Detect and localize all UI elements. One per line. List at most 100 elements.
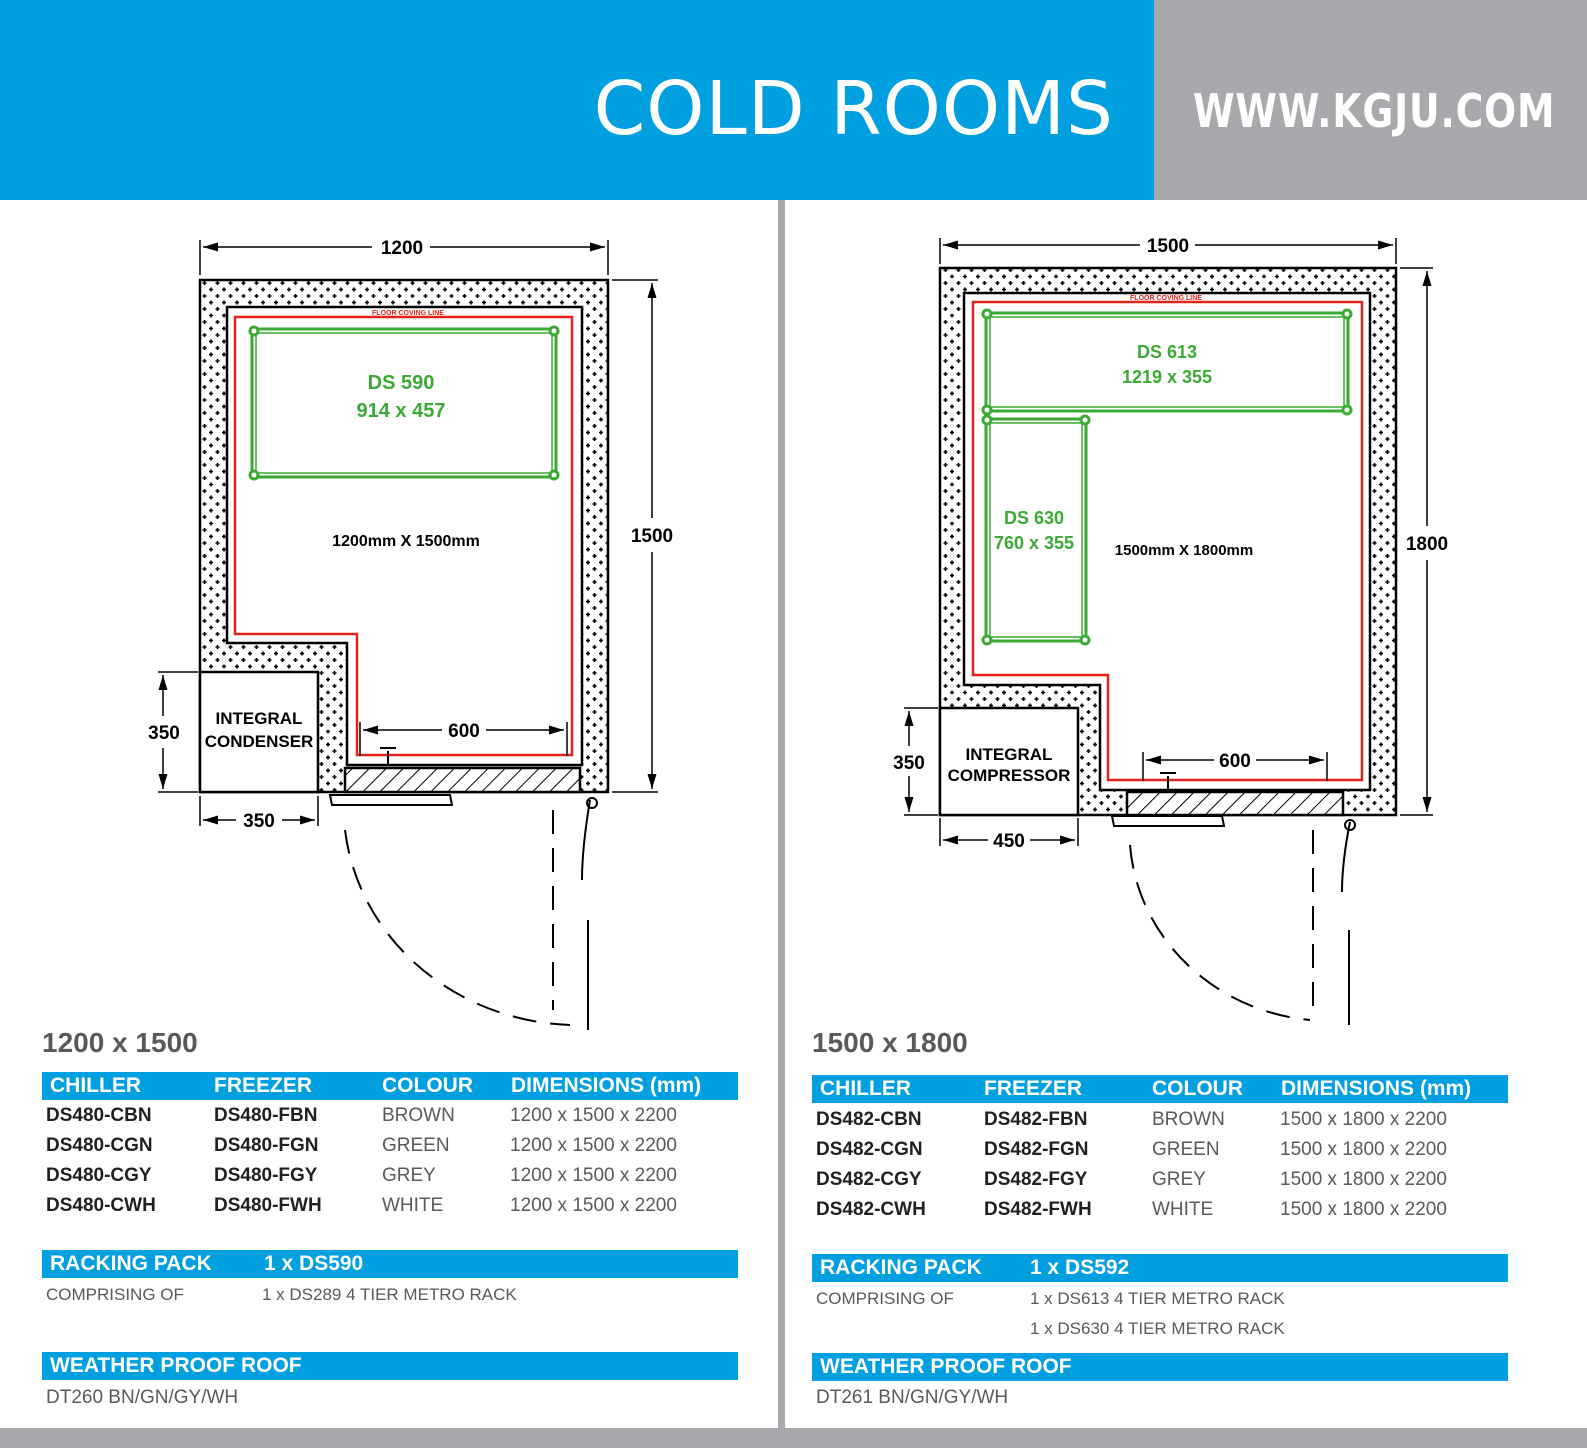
rack-ds630	[981, 414, 1091, 646]
col-colour: COLOUR	[1152, 1077, 1243, 1100]
integral-compressor-box	[938, 706, 1080, 817]
col-dimensions: DIMENSIONS (mm)	[1281, 1077, 1472, 1100]
table-cell: DS482-CWH	[816, 1199, 926, 1220]
racking-pack-bar: RACKING PACK 1 x DS590	[42, 1250, 738, 1278]
table-cell: DS480-FGN	[214, 1135, 319, 1156]
width-dimension: 1200	[381, 238, 423, 259]
depth-dimension: 1800	[1406, 534, 1448, 555]
table-cell: 1500 x 1800 x 2200	[1280, 1109, 1447, 1130]
door-threshold	[1125, 790, 1345, 817]
depth-dimension: 1500	[631, 526, 673, 547]
unit-label: COMPRESSOR	[948, 766, 1071, 785]
header-url-panel: WWW.KGJU.COM	[1154, 0, 1587, 200]
table-cell: GREY	[382, 1165, 436, 1186]
table-cell: 1 x DS630 4 TIER METRO RACK	[1030, 1319, 1285, 1338]
table-cell: DS482-CGN	[816, 1139, 923, 1160]
right-floor-plan	[904, 238, 1433, 1025]
table-row: DS482-CWH DS482-FWH WHITE 1500 x 1800 x 220…	[812, 1199, 1508, 1223]
table-cell: DS480-FWH	[214, 1195, 322, 1216]
size-title: 1500 x 1800	[812, 1027, 968, 1058]
table-cell: 1200 x 1500 x 2200	[510, 1105, 677, 1126]
col-chiller: CHILLER	[50, 1074, 141, 1097]
col-dimensions: DIMENSIONS (mm)	[511, 1074, 702, 1097]
table-cell: DS480-CGY	[46, 1165, 152, 1186]
roof-value-row: DT260 BN/GN/GY/WH	[42, 1387, 738, 1411]
table-cell: GREEN	[382, 1135, 450, 1156]
table-cell: COMPRISING OF	[46, 1285, 184, 1304]
racking-pack-bar: RACKING PACK 1 x DS592	[812, 1254, 1508, 1282]
table-cell: DS482-CGY	[816, 1169, 922, 1190]
door-threshold	[343, 766, 582, 794]
dimension-lines	[904, 238, 1433, 846]
roof-value-row: DT261 BN/GN/GY/WH	[812, 1387, 1508, 1411]
website-url[interactable]: WWW.KGJU.COM	[1192, 84, 1556, 138]
page-title: COLD ROOMS	[593, 66, 1114, 152]
racking-label: RACKING PACK	[820, 1256, 982, 1279]
unit-height-dimension: 350	[893, 753, 925, 774]
left-floor-plan	[158, 240, 658, 1030]
rack-ds590	[248, 325, 560, 481]
racking-value: 1 x DS592	[1030, 1256, 1130, 1279]
table-cell: WHITE	[1152, 1199, 1214, 1220]
rack-name: DS 630	[1004, 508, 1064, 528]
dimension-lines	[158, 240, 658, 826]
table-cell: 1200 x 1500 x 2200	[510, 1135, 677, 1156]
unit-label: CONDENSER	[205, 732, 314, 751]
table-cell: DS480-CWH	[46, 1195, 156, 1216]
table-cell: 1200 x 1500 x 2200	[510, 1165, 677, 1186]
coving-label: FLOOR COVING LINE	[1130, 295, 1202, 302]
table-cell: DS482-FGY	[984, 1169, 1088, 1190]
col-freezer: FREEZER	[984, 1077, 1083, 1100]
right-plan-labels: 1500 1800 350 450 600 INTEGRAL COMPRESSO…	[893, 236, 1448, 852]
room-size-label: 1500mm X 1800mm	[1115, 542, 1253, 559]
rack-size: 1219 x 355	[1122, 367, 1212, 387]
floor-coving-line	[971, 300, 1364, 782]
door-swing	[328, 747, 598, 1030]
table-cell: DT261 BN/GN/GY/WH	[816, 1387, 1009, 1408]
rack-ds613	[981, 308, 1353, 416]
table-cell: 1500 x 1800 x 2200	[1280, 1169, 1447, 1190]
floor-coving-line	[233, 315, 574, 757]
roof-label: WEATHER PROOF ROOF	[820, 1355, 1072, 1378]
table-header: CHILLER FREEZER COLOUR DIMENSIONS (mm)	[812, 1075, 1508, 1103]
table-cell: GREEN	[1152, 1139, 1220, 1160]
left-plan-labels: 1200 1500 350 350 600 INTEGRAL CONDENSER…	[148, 238, 673, 832]
weather-roof-bar: WEATHER PROOF ROOF	[812, 1353, 1508, 1381]
rack-size: 914 x 457	[357, 400, 446, 422]
table-cell: DS482-FGN	[984, 1139, 1089, 1160]
unit-label: INTEGRAL	[216, 709, 303, 728]
table-cell: 1500 x 1800 x 2200	[1280, 1139, 1447, 1160]
table-cell: 1500 x 1800 x 2200	[1280, 1199, 1447, 1220]
col-freezer: FREEZER	[214, 1074, 313, 1097]
col-chiller: CHILLER	[820, 1077, 911, 1100]
coving-label: FLOOR COVING LINE	[372, 310, 444, 317]
table-cell: DS480-FBN	[214, 1105, 318, 1126]
header-banner: COLD ROOMS	[0, 0, 1154, 200]
unit-label: INTEGRAL	[966, 745, 1053, 764]
width-dimension: 1500	[1147, 236, 1189, 257]
table-cell: 1 x DS613 4 TIER METRO RACK	[1030, 1289, 1285, 1308]
size-title: 1200 x 1500	[42, 1027, 198, 1058]
door-swing	[1110, 772, 1356, 1025]
column-divider	[778, 200, 785, 1448]
table-row: DS480-CWH DS480-FWH WHITE 1200 x 1500 x 220…	[42, 1195, 738, 1219]
rack-size: 760 x 355	[994, 533, 1074, 553]
table-cell: 1200 x 1500 x 2200	[510, 1195, 677, 1216]
table-cell: GREY	[1152, 1169, 1206, 1190]
rack-name: DS 590	[368, 372, 435, 394]
roof-label: WEATHER PROOF ROOF	[50, 1354, 302, 1377]
table-row: DS482-CGY DS482-FGY GREY 1500 x 1800 x 2200	[812, 1169, 1508, 1193]
unit-width-dimension: 450	[993, 831, 1025, 852]
comprising-row: COMPRISING OF 1 x DS289 4 TIER METRO RACK	[42, 1285, 738, 1309]
door-dimension: 600	[1219, 751, 1251, 772]
door-dimension: 600	[448, 721, 480, 742]
table-cell: DS482-FWH	[984, 1199, 1092, 1220]
integral-condenser-box	[198, 670, 320, 794]
table-cell: WHITE	[382, 1195, 444, 1216]
table-cell: 1 x DS289 4 TIER METRO RACK	[262, 1285, 517, 1304]
